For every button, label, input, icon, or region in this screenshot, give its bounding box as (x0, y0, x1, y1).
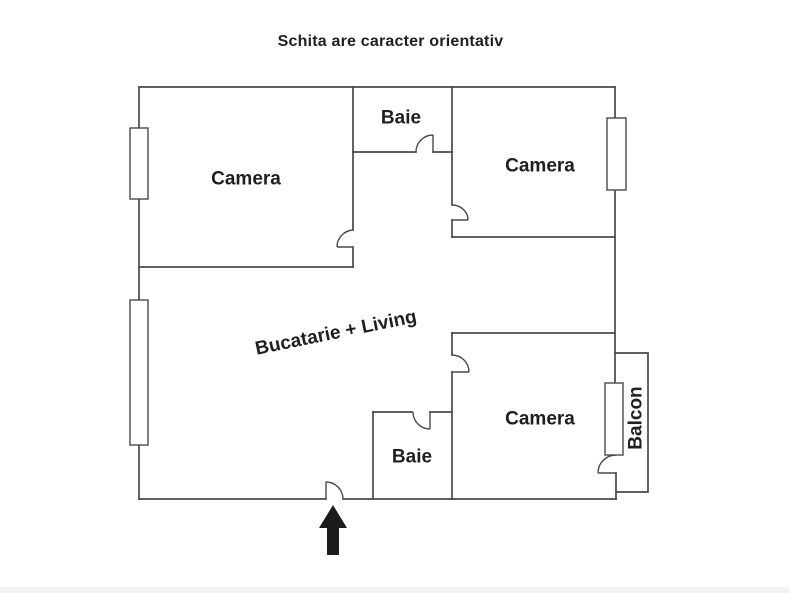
label-baie-bottom: Baie (392, 447, 432, 468)
plan-disclaimer-title: Schita are caracter orientativ (0, 33, 789, 51)
entrance-arrow-icon (319, 505, 347, 555)
window-camera2-right (606, 117, 627, 191)
door-camera3 (451, 354, 470, 373)
door-baie1 (415, 134, 434, 153)
wall-balcony-outline (614, 352, 649, 493)
plan-disclaimer-text: Schita are caracter orientativ (277, 33, 504, 50)
window-living-left (129, 299, 149, 446)
door-camera2 (451, 204, 469, 221)
window-balcony (604, 382, 624, 456)
label-camera-top-right: Camera (505, 156, 575, 177)
walls (138, 86, 649, 500)
label-camera-bottom-right: Camera (505, 409, 575, 430)
window-camera1-left (129, 127, 149, 200)
door-camera1 (336, 229, 354, 248)
page-footer-strip (0, 587, 789, 593)
label-baie-top: Baie (381, 108, 421, 129)
windows (129, 117, 627, 456)
label-kitchen-living: Bucatarie + Living (253, 306, 418, 359)
label-camera-top-left: Camera (211, 169, 281, 190)
door-baie2 (412, 411, 431, 430)
label-balcony: Balcon (626, 386, 647, 449)
door-balcony (597, 454, 617, 474)
room-labels: Camera Baie Camera Bucatarie + Living Ca… (211, 108, 646, 468)
door-entrance (325, 481, 344, 500)
